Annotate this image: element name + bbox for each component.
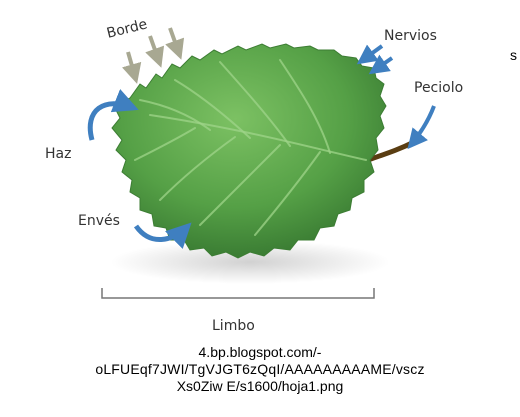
caption-line-1: 4.bp.blogspot.com/-	[0, 344, 520, 360]
cropped-text-fragment: s	[510, 47, 520, 63]
caption-line-3: Xs0Ziw E/s1600/hoja1.png	[0, 378, 520, 394]
label-limbo: Limbo	[212, 318, 255, 334]
label-haz: Haz	[45, 146, 71, 162]
label-borde: Borde	[105, 16, 149, 41]
caption-line-2: oLFUEqf7JWI/TgVJGT6zQqI/AAAAAAAAAME/vscz	[0, 361, 520, 377]
label-peciolo: Peciolo	[414, 80, 463, 96]
peciolo-arrow	[410, 106, 434, 146]
label-enves: Envés	[78, 213, 120, 229]
limbo-bracket	[102, 288, 374, 298]
label-nervios: Nervios	[384, 28, 437, 44]
